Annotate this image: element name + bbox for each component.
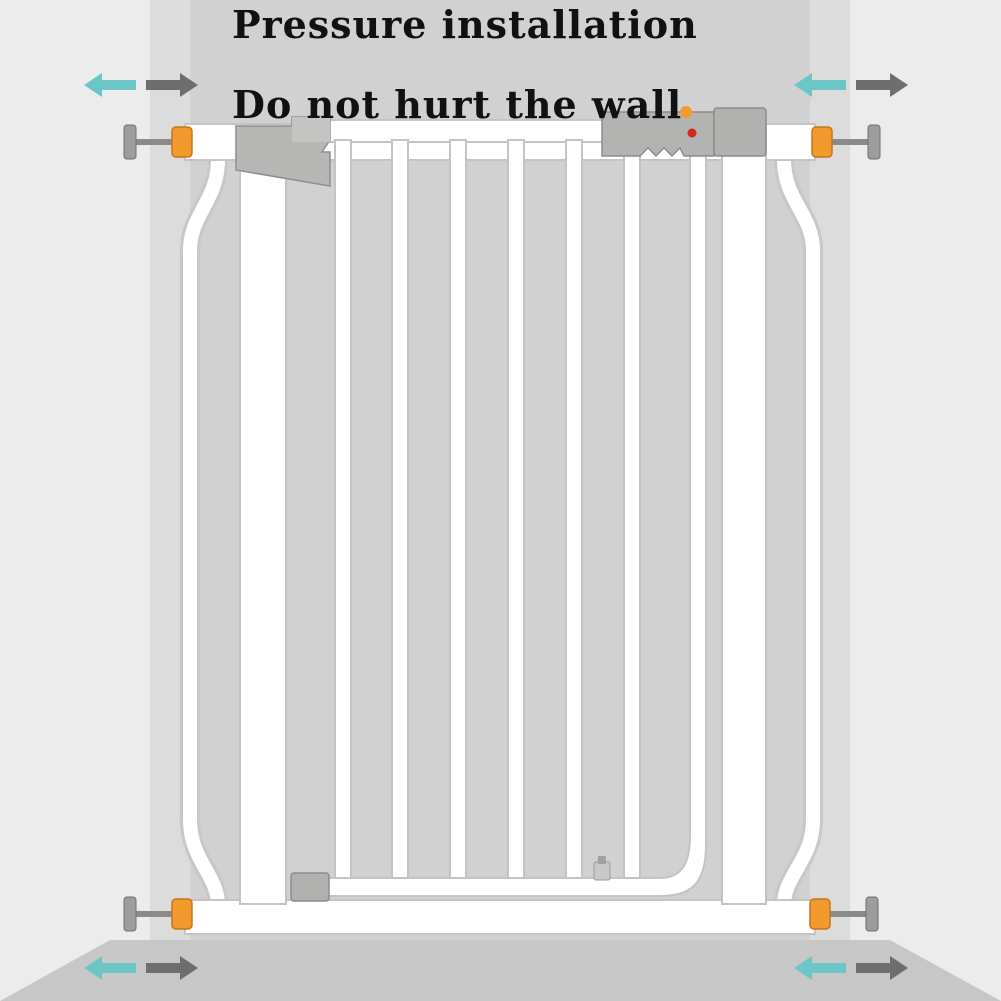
right-wall-edge bbox=[850, 0, 1001, 1001]
pressure-knob-1 bbox=[123, 124, 193, 160]
left-arrow-icon bbox=[84, 956, 136, 980]
top-hinge-face bbox=[292, 117, 330, 142]
knob-rod bbox=[832, 139, 868, 145]
latch-orange-tab bbox=[680, 106, 692, 118]
pressure-knob-3 bbox=[123, 896, 193, 932]
right-outer-rail-fill bbox=[777, 153, 820, 912]
right-arrow-icon bbox=[146, 956, 198, 980]
gate-bar-4 bbox=[507, 139, 525, 881]
double-arrow-icon-2 bbox=[794, 73, 908, 97]
door-stopper bbox=[593, 861, 611, 881]
knob-end-cap bbox=[123, 896, 137, 932]
knob-wheel bbox=[809, 898, 831, 930]
left-arrow-icon bbox=[794, 73, 846, 97]
gate-bar-6 bbox=[623, 139, 641, 881]
gate-bar-1 bbox=[334, 139, 352, 881]
knob-wheel bbox=[811, 126, 833, 158]
double-arrow-icon-1 bbox=[84, 73, 198, 97]
double-arrow-icon-4 bbox=[794, 956, 908, 980]
right-arrow-icon bbox=[856, 73, 908, 97]
pressure-knobs bbox=[123, 124, 881, 932]
right-arrow-icon bbox=[146, 73, 198, 97]
gate-bar-5 bbox=[565, 139, 583, 881]
left-wall-edge bbox=[0, 0, 150, 1001]
door-bottom-rail bbox=[299, 149, 707, 897]
knob-end-cap bbox=[865, 896, 879, 932]
bottom-frame-bar bbox=[184, 899, 816, 935]
pressure-knob-2 bbox=[811, 124, 881, 160]
gate-bars bbox=[334, 139, 641, 881]
lock-indicator-dot bbox=[687, 128, 697, 138]
right-arrow-icon bbox=[856, 956, 908, 980]
direction-arrows bbox=[84, 73, 908, 980]
knob-end-cap bbox=[867, 124, 881, 160]
left-arrow-icon bbox=[84, 73, 136, 97]
knob-rod bbox=[830, 911, 866, 917]
knob-end-cap bbox=[123, 124, 137, 160]
bottom-hinge-block bbox=[290, 872, 330, 902]
door-stopper-cap bbox=[598, 856, 606, 864]
gate-bar-3 bbox=[449, 139, 467, 881]
caption-subtitle: Do not hurt the wall bbox=[232, 82, 683, 127]
left-arrow-icon bbox=[794, 956, 846, 980]
left-frame-post bbox=[239, 123, 287, 905]
right-frame-post bbox=[721, 123, 767, 905]
pressure-knob-4 bbox=[809, 896, 879, 932]
latch-housing bbox=[713, 107, 767, 157]
left-outer-rail-fill bbox=[183, 153, 225, 912]
floor bbox=[0, 940, 1001, 1001]
knob-wheel bbox=[171, 126, 193, 158]
knob-rod bbox=[136, 139, 172, 145]
knob-wheel bbox=[171, 898, 193, 930]
gate-bar-2 bbox=[391, 139, 409, 881]
knob-rod bbox=[136, 911, 172, 917]
caption-title: Pressure installation bbox=[232, 2, 698, 47]
double-arrow-icon-3 bbox=[84, 956, 198, 980]
